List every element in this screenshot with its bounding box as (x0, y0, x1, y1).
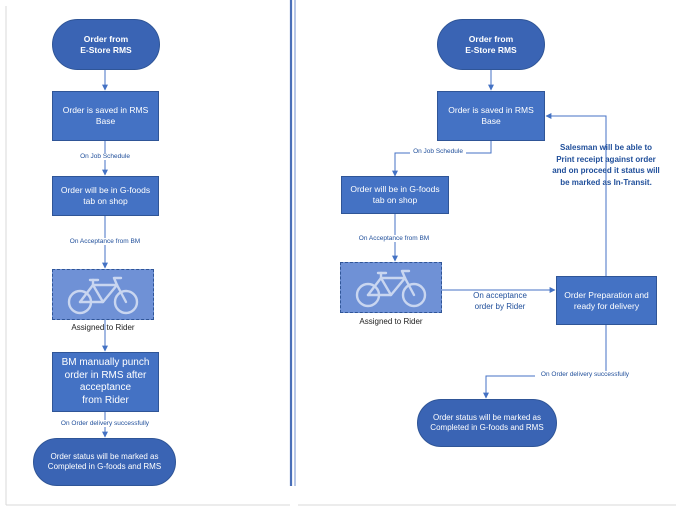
note-line2: Print receipt against order (556, 154, 656, 164)
left-saved-line1: Order is saved in RMS (62, 105, 149, 116)
left-gfoods-line1: Order will be in G-foods (60, 185, 151, 196)
right-gfoods-line2: tab on shop (372, 195, 418, 205)
right-start-terminal: Order from E-Store RMS (437, 19, 545, 70)
prep-line2: ready for delivery (573, 300, 640, 311)
right-end-line1: Order status will be marked as (432, 413, 542, 422)
left-start-line1: Order from (83, 33, 129, 44)
left-label-delivery: On Order delivery successfully (55, 420, 155, 427)
left-punch-line2: order in RMS after (64, 369, 147, 381)
right-label-delivery: On Order delivery successfully (535, 371, 635, 378)
left-end-terminal: Order status will be marked as Completed… (33, 438, 176, 486)
left-punch-line4: from Rider (82, 394, 129, 406)
left-gfoods-step: Order will be in G-foods tab on shop (52, 176, 159, 216)
right-gfoods-step: Order will be in G-foods tab on shop (341, 176, 449, 214)
bicycle-icon (67, 276, 139, 314)
right-rider-image (340, 262, 442, 313)
note-line4: be marked as In-Transit. (560, 177, 652, 187)
bicycle-icon (355, 269, 427, 307)
rider-acceptance-line2: order by Rider (474, 301, 526, 311)
right-label-acceptance-bm: On Acceptance from BM (348, 235, 440, 242)
right-preparation-step: Order Preparation and ready for delivery (556, 276, 657, 325)
left-gfoods-line2: tab on shop (83, 196, 128, 206)
right-end-terminal: Order status will be marked as Completed… (417, 399, 557, 447)
left-end-line1: Order status will be marked as (50, 452, 159, 461)
note-line1: Salesman will be able to (559, 143, 653, 152)
right-saved-line2: Base (481, 116, 501, 126)
right-end-line2: Completed in G-foods and RMS (430, 423, 544, 432)
left-punch-line3: acceptance (79, 382, 132, 393)
right-gfoods-line1: Order will be in G-foods (350, 184, 440, 195)
right-start-line2: E-Store RMS (465, 44, 517, 55)
right-salesman-note: Salesman will be able to Print receipt a… (541, 142, 671, 188)
left-start-terminal: Order from E-Store RMS (52, 19, 160, 70)
right-bike-caption: Assigned to Rider (359, 317, 423, 326)
right-saved-line1: Order is saved in RMS (448, 105, 534, 116)
left-start-line2: E-Store RMS (80, 44, 132, 55)
left-label-acceptance-bm: On Acceptance from BM (60, 238, 150, 245)
prep-line1: Order Preparation and (564, 289, 649, 300)
right-label-rider-acceptance: On acceptance order by Rider (460, 291, 540, 313)
left-bike-caption: Assigned to Rider (71, 323, 135, 332)
left-end-line2: Completed in G-foods and RMS (47, 462, 162, 471)
left-rider-image (52, 269, 154, 320)
right-saved-step: Order is saved in RMS Base (437, 91, 545, 141)
left-saved-step: Order is saved in RMS Base (52, 91, 159, 141)
right-start-line1: Order from (468, 33, 514, 44)
left-saved-line2: Base (95, 116, 116, 126)
note-line3: and on proceed it status will (552, 166, 660, 176)
rider-acceptance-line1: On acceptance (473, 291, 527, 300)
left-punch-line1: BM manually punch (61, 357, 150, 368)
left-manual-punch-step: BM manually punch order in RMS after acc… (52, 352, 159, 412)
right-label-job-schedule: On Job Schedule (410, 148, 466, 155)
left-label-job-schedule: On Job Schedule (70, 153, 140, 160)
